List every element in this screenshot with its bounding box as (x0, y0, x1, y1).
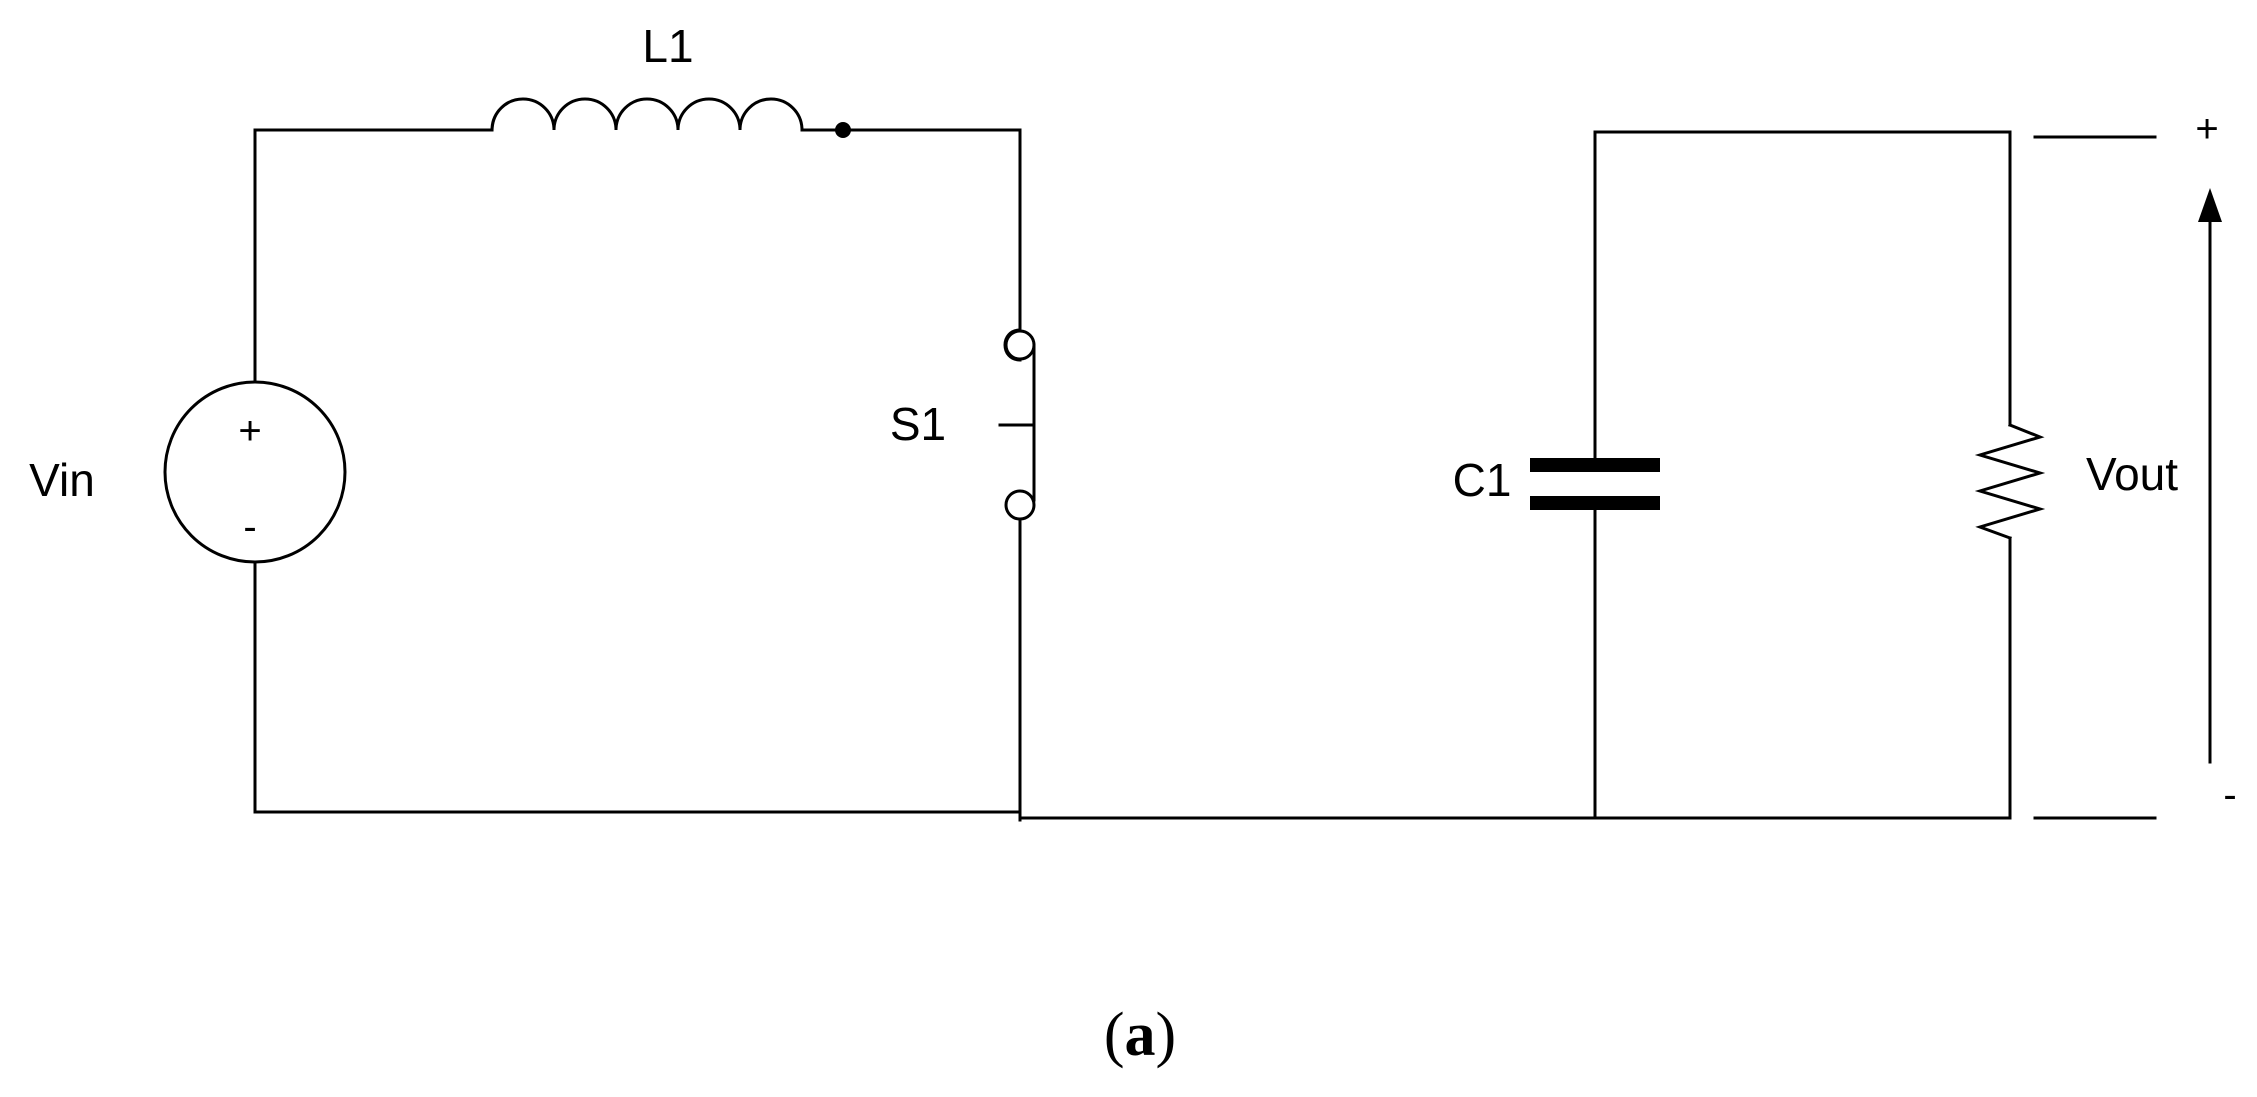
switch-label: S1 (890, 398, 946, 450)
capacitor-label: C1 (1453, 454, 1512, 506)
voltage-source: + - (163, 380, 347, 564)
load-resistor (1974, 423, 2046, 540)
capacitor-c1 (1530, 458, 1660, 510)
source-minus-sign: - (243, 505, 256, 549)
output-plus-sign: + (2195, 107, 2218, 151)
junction-dot (835, 122, 851, 138)
output-label: Vout (2086, 448, 2178, 500)
output-minus-sign: - (2223, 773, 2236, 817)
source-plus-sign: + (238, 409, 261, 453)
inductor-label: L1 (642, 20, 693, 72)
source-label: Vin (29, 454, 95, 506)
left-loop-wires (253, 128, 1022, 822)
inductor-l1 (490, 97, 851, 138)
right-loop-wires (1018, 130, 2012, 820)
output-terminals: + - (2033, 107, 2237, 820)
switch-s1 (998, 328, 1036, 521)
output-voltage-arrow (2198, 188, 2222, 764)
figure-caption: (a) (1104, 1001, 1176, 1069)
